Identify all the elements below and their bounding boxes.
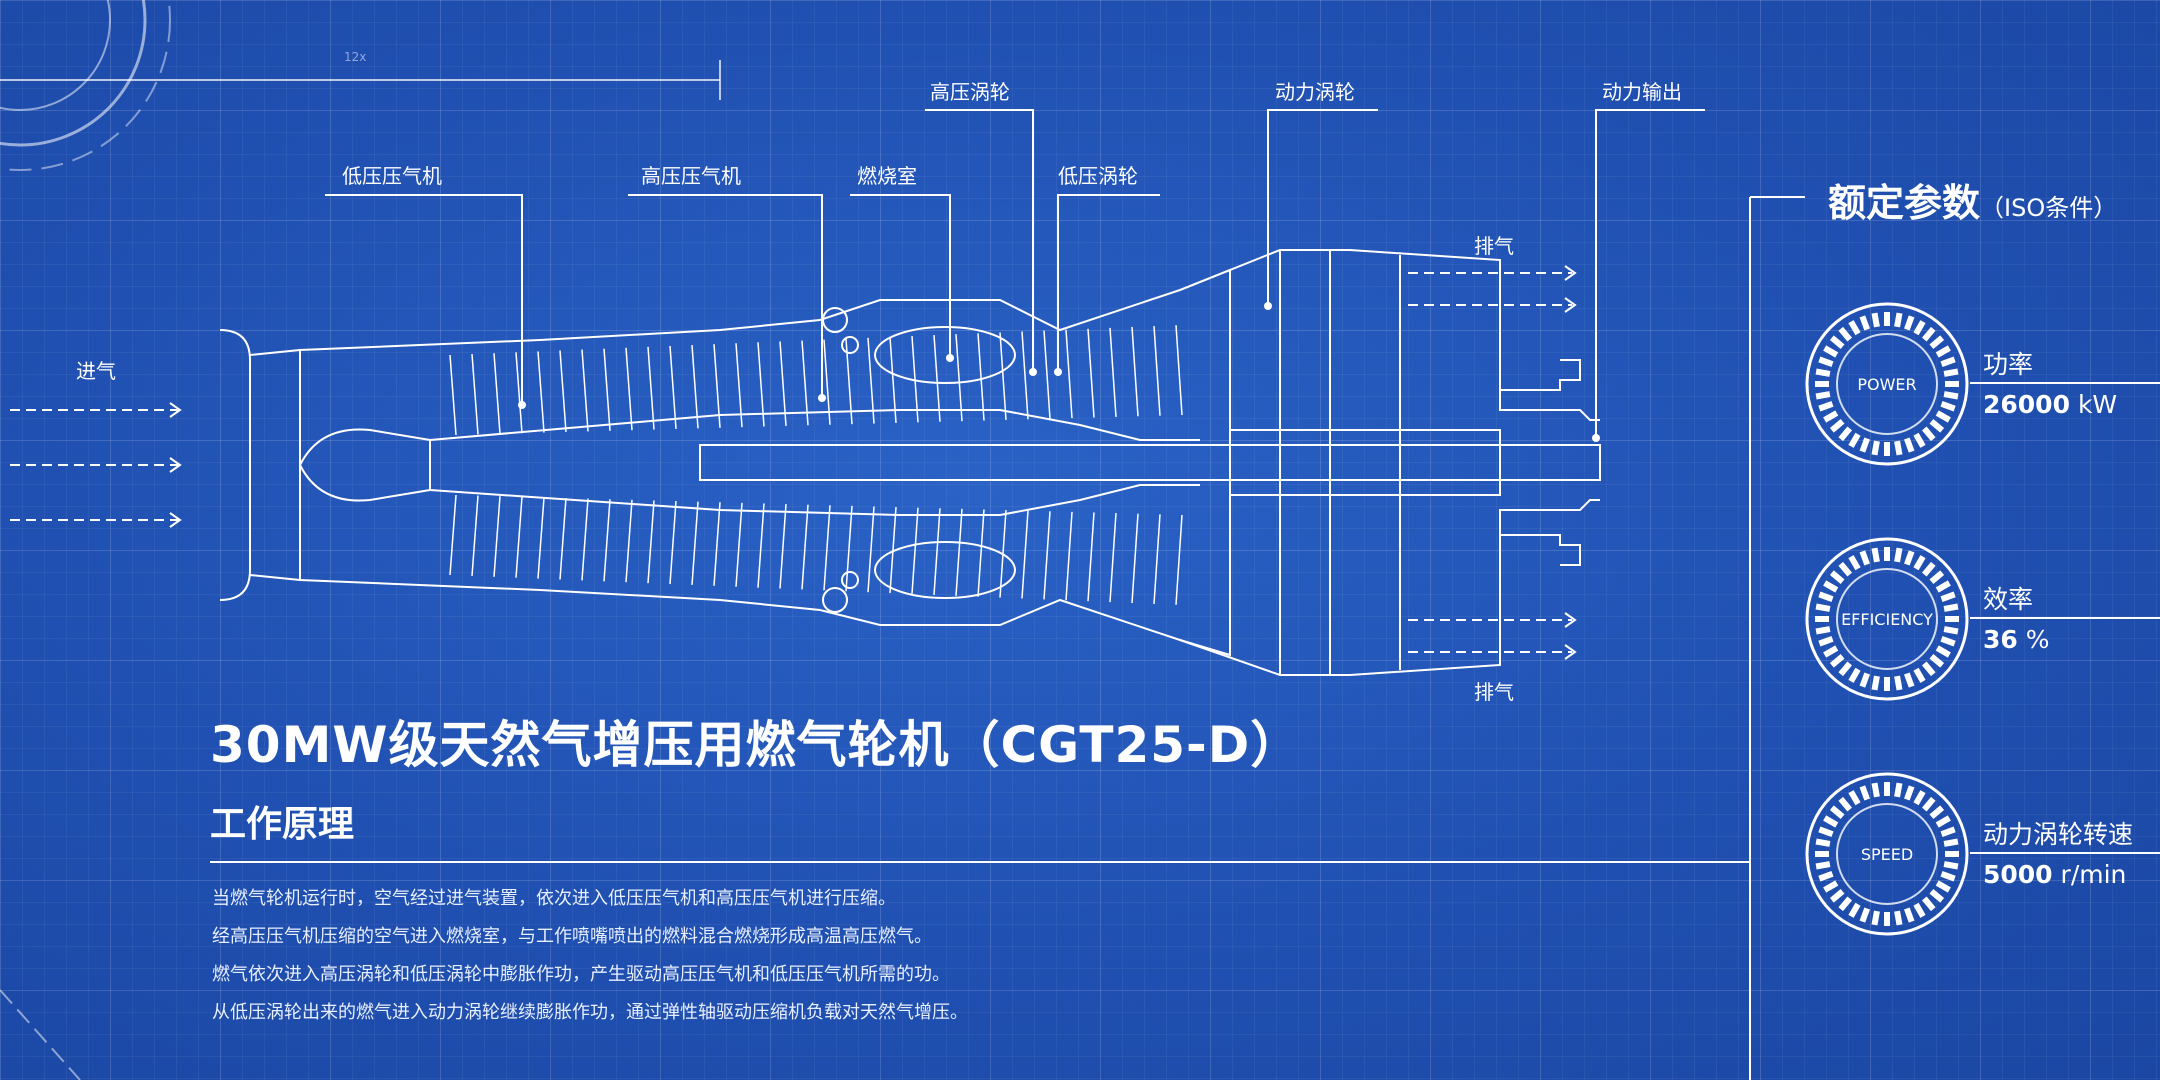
power-gauge: POWER [1802, 299, 1972, 469]
speed-label: 动力涡轮转速 [1983, 820, 2134, 849]
power-value: 26000 kW [1983, 390, 2117, 419]
callout-low-pressure-compressor: 低压压气机 [342, 164, 442, 188]
callout-combustor: 燃烧室 [857, 164, 917, 188]
efficiency-value: 36 % [1983, 625, 2050, 654]
description-line-2: 经高压压气机压缩的空气进入燃烧室，与工作喷嘴喷出的燃料混合燃烧形成高温高压燃气。 [212, 926, 932, 947]
efficiency-label: 效率 [1983, 585, 2034, 614]
efficiency-unit: % [2025, 625, 2050, 654]
speed-number: 5000 [1983, 860, 2053, 889]
rated-parameters-title: 额定参数（ISO条件） [1828, 172, 2117, 227]
intake-label: 进气 [76, 359, 116, 383]
speed-gauge-ring [1805, 772, 1969, 936]
exhaust-label-bottom: 排气 [1474, 680, 1514, 704]
power-number: 26000 [1983, 390, 2070, 419]
scale-tag: 12x [344, 50, 367, 64]
rated-parameters-heading: 额定参数 [1828, 181, 1981, 225]
speed-value: 5000 r/min [1983, 860, 2126, 889]
iso-condition-note: （ISO条件） [1980, 194, 2118, 222]
power-label: 功率 [1983, 350, 2034, 379]
exhaust-label-top: 排气 [1474, 234, 1514, 258]
section-subtitle: 工作原理 [210, 804, 355, 845]
efficiency-gauge-ring [1805, 537, 1969, 701]
efficiency-gauge-text: EFFICIENCY [1841, 609, 1933, 629]
callout-power-output: 动力输出 [1602, 80, 1682, 104]
efficiency-number: 36 [1983, 625, 2018, 654]
description-line-3: 燃气依次进入高压涡轮和低压涡轮中膨胀作功，产生驱动高压压气机和低压压气机所需的功… [212, 964, 950, 985]
description-line-1: 当燃气轮机运行时，空气经过进气装置，依次进入低压压气机和高压压气机进行压缩。 [212, 888, 896, 909]
speed-unit: r/min [2060, 860, 2127, 889]
power-unit: kW [2077, 390, 2118, 419]
power-gauge-text: POWER [1857, 374, 1917, 394]
speed-gauge-text: SPEED [1860, 844, 1914, 864]
speed-gauge: SPEED [1802, 769, 1972, 939]
callout-power-turbine: 动力涡轮 [1275, 80, 1355, 104]
power-gauge-ring [1805, 302, 1969, 466]
page-title: 30MW级天然气增压用燃气轮机（CGT25-D） [210, 716, 1302, 774]
callout-high-pressure-turbine: 高压涡轮 [930, 80, 1010, 104]
callout-low-pressure-turbine: 低压涡轮 [1058, 164, 1138, 188]
efficiency-gauge: EFFICIENCY [1802, 534, 1972, 704]
callout-high-pressure-compressor: 高压压气机 [641, 164, 741, 188]
description-line-4: 从低压涡轮出来的燃气进入动力涡轮继续膨胀作功，通过弹性轴驱动压缩机负载对天然气增… [212, 1002, 968, 1023]
